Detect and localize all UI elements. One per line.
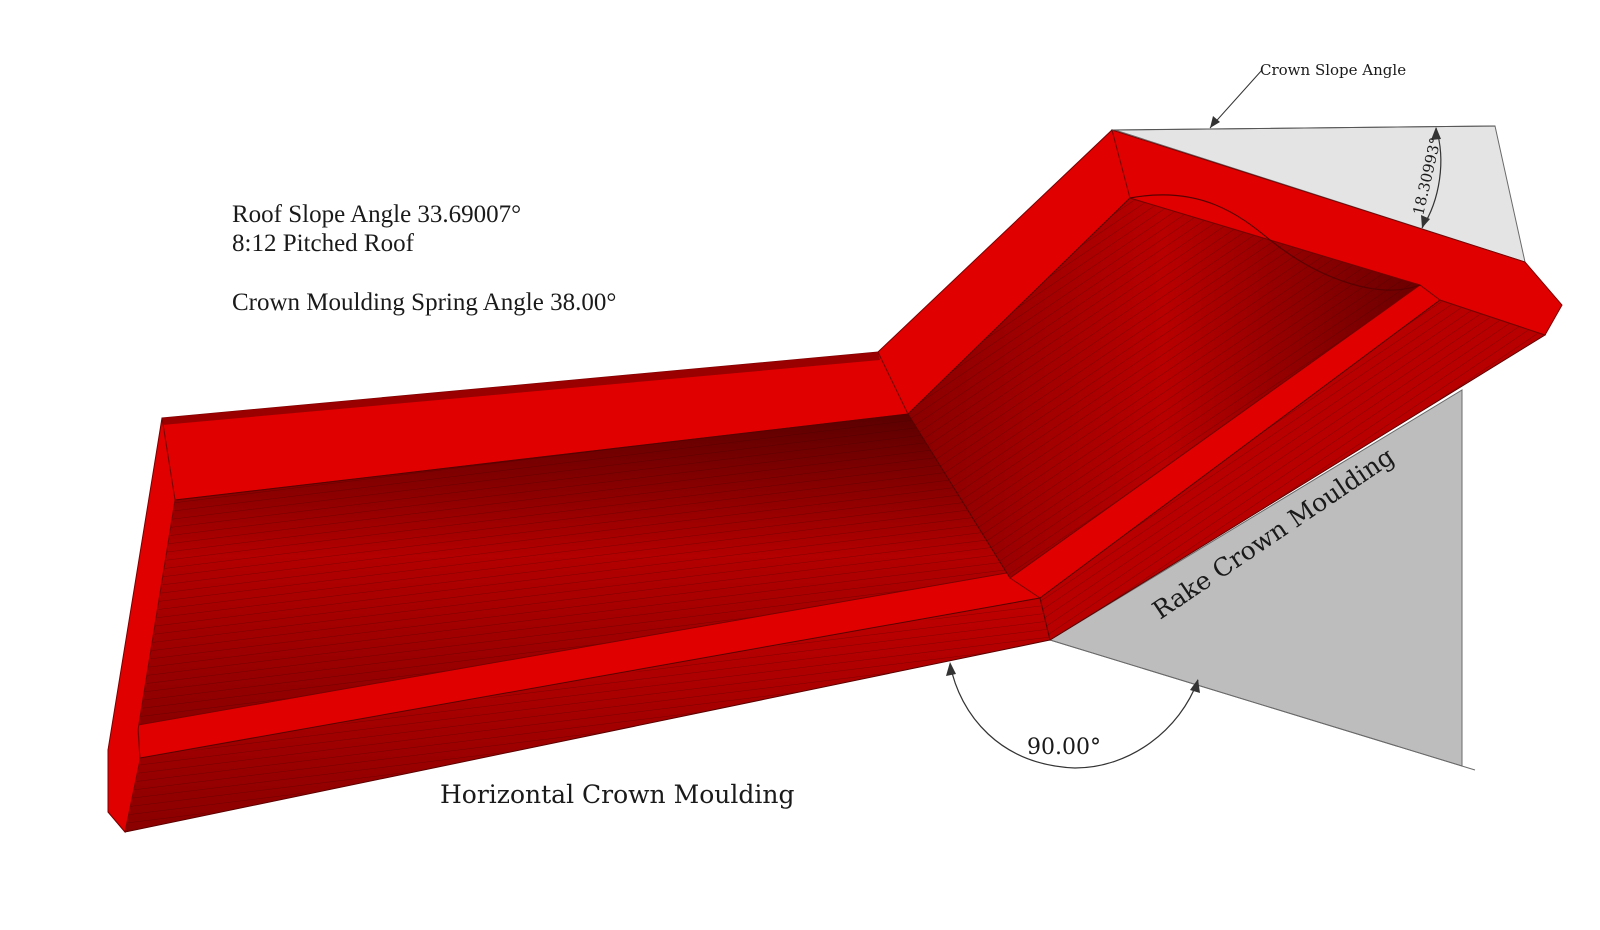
horizontal-cove-lines (138, 414, 1010, 730)
notes-spacer (232, 258, 616, 288)
crown-slope-leader (1209, 69, 1263, 129)
right-angle-arrow-left-icon (946, 662, 956, 676)
horizontal-end-face (107, 417, 176, 834)
slope-arrow-bottom-icon (1421, 215, 1430, 228)
horizontal-bottom-lines (125, 600, 1050, 830)
horizontal-moulding-label: Horizontal Crown Moulding (440, 780, 794, 809)
right-angle-arrow-right-icon (1190, 679, 1200, 693)
leader-arrow-icon (1210, 116, 1220, 128)
right-angle-arc (949, 663, 1199, 769)
rake-cove-lines (908, 198, 1420, 578)
pitch-text: 8:12 Pitched Roof (232, 230, 414, 257)
slope-arrow-top-icon (1431, 127, 1441, 140)
roof-notes: Roof Slope Angle 33.69007° 8:12 Pitched … (232, 200, 616, 317)
rake-bottom-lines (1040, 300, 1545, 640)
spring-angle-text: Crown Moulding Spring Angle 38.00° (232, 289, 617, 316)
plane-edge-line (1049, 639, 1476, 771)
roof-slope-text: Roof Slope Angle 33.69007° (232, 201, 522, 228)
slope-dim-ref-line (1111, 125, 1496, 131)
horizontal-top-face (162, 352, 880, 425)
rake-profile-curve (1129, 194, 1421, 291)
rake-top-face (1111, 129, 1563, 336)
right-angle-value: 90.00° (1027, 735, 1101, 760)
crown-slope-label: Crown Slope Angle (1260, 61, 1406, 79)
